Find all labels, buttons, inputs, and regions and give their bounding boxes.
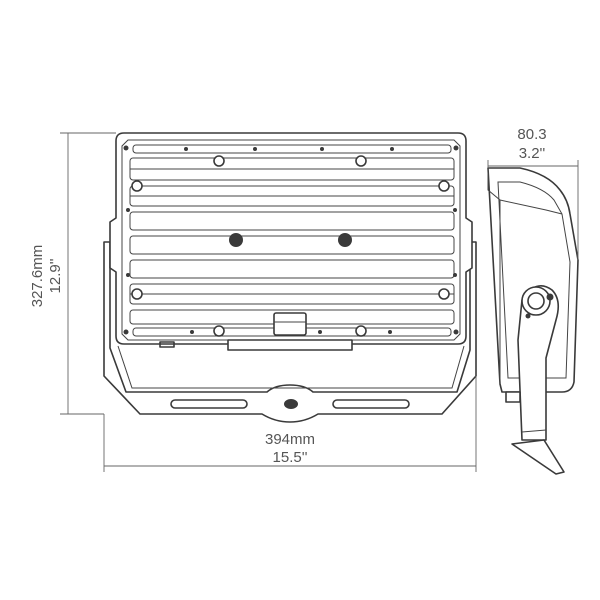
width-dimension: 394mm 15.5'' [103,376,477,472]
width-in-label: 15.5'' [273,449,308,466]
rail-bolts [123,145,459,335]
height-in-label: 12.9'' [47,258,64,293]
height-mm-label: 327.6mm [29,245,46,308]
side-pivot-bolt [546,293,554,301]
side-housing-inner [497,181,571,379]
side-housing [487,167,579,393]
front-view [103,132,477,423]
top-rail [132,144,452,154]
pivot-bolt-right [338,233,352,247]
height-dimension: 327.6mm 12.9'' [29,132,116,415]
pivot-bolt-left [229,233,243,247]
width-mm-label: 394mm [265,431,315,448]
side-fin-top [487,168,501,384]
depth-mm-label: 80.3 [517,126,546,143]
side-bottom-tab [505,391,521,403]
side-connector [159,341,175,348]
bracket-center-hole [284,399,298,409]
side-pivot-inner [527,292,545,310]
side-bracket-foot [511,439,565,475]
depth-in-label: 3.2'' [519,145,546,162]
cable-gland [273,312,307,336]
bracket-slot-left [170,399,248,409]
side-view [487,167,579,475]
bracket-inner-line [117,345,465,389]
side-pivot-bolt-2 [525,313,531,319]
depth-dimension: 80.3 3.2'' [487,126,579,260]
driver-box [227,339,353,351]
fin-holes [131,155,450,337]
housing-inner-frame [121,139,461,341]
bracket-slot-right [332,399,410,409]
